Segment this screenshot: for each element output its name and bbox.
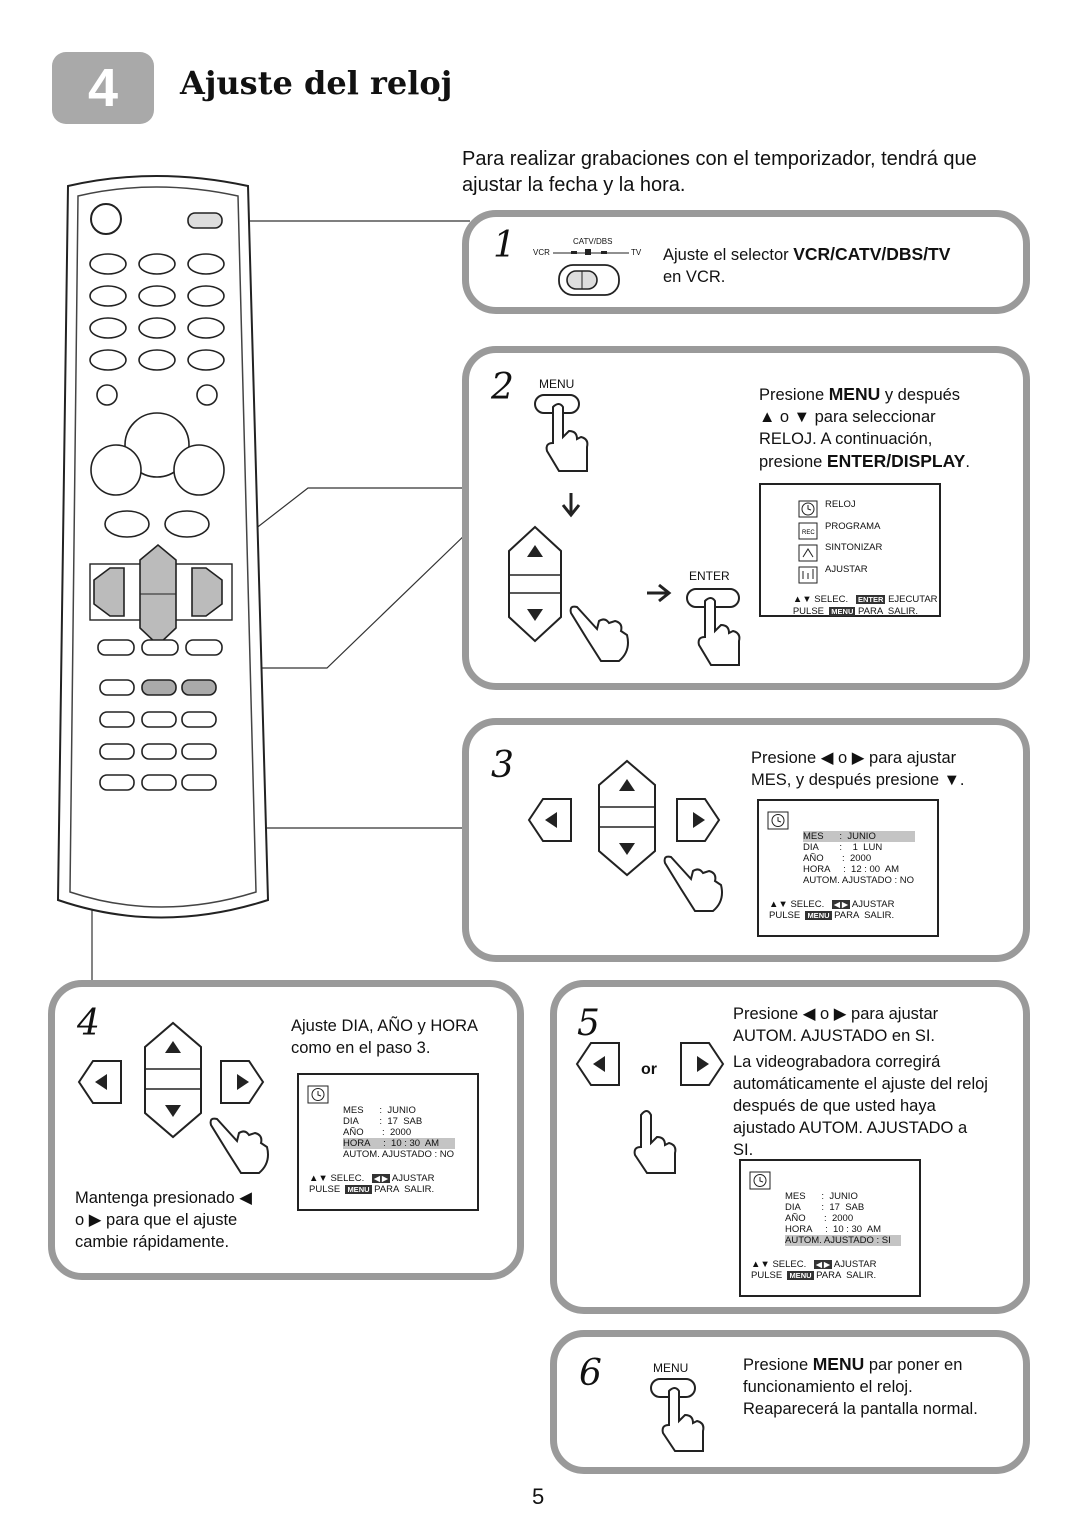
step-6-panel: 6 MENU Presione MENU par poner en funcio… [550, 1330, 1030, 1474]
osd-row-autom: AUTOM. AJUSTADO : SI [785, 1235, 901, 1246]
up-down-button-icon [508, 525, 562, 643]
selector-switch-icon [553, 249, 629, 296]
osd-footer-2: PULSE MENU PARA SALIR. [751, 1270, 877, 1281]
adjust-icon [798, 566, 818, 584]
hand-press-icon [209, 1117, 269, 1174]
osd-row-hora: HORA : 12 : 00 AM [803, 864, 900, 875]
menu-button-label: MENU [539, 377, 575, 391]
menu-item-programa: PROGRAMA [825, 521, 881, 532]
osd-row-mes: MES : JUNIO [803, 831, 915, 842]
switch-label-left: VCR [533, 248, 550, 257]
osd-row-mes: MES : JUNIO [343, 1105, 416, 1116]
switch-label-top: CATV/DBS [573, 237, 613, 246]
osd-footer-1: ▲▼ SELEC. ◀ ▶ AJUSTAR [309, 1173, 435, 1184]
osd-clock-menu: MES : JUNIO DIA : 1 LUN AÑO : 2000 HORA … [757, 799, 939, 937]
intro-text: Para realizar grabaciones con el tempori… [462, 148, 977, 196]
menu-button-label: MENU [653, 1361, 689, 1375]
antenna-icon [798, 544, 818, 562]
osd-clock-menu: MES : JUNIO DIA : 17 SAB AÑO : 2000 HORA… [297, 1073, 479, 1211]
osd-row-hora: HORA : 10 : 30 AM [785, 1224, 882, 1235]
clock-icon [307, 1085, 329, 1104]
left-right-buttons-icon [575, 1042, 725, 1174]
step-number: 4 [77, 1003, 100, 1044]
osd-row-dia: DIA : 17 SAB [785, 1202, 865, 1213]
osd-row-dia: DIA : 1 LUN [803, 842, 883, 853]
step-number: 2 [491, 367, 514, 408]
osd-row-autom: AUTOM. AJUSTADO : NO [343, 1149, 455, 1160]
hand-press-icon [633, 1110, 677, 1174]
osd-main-menu: REC RELOJ PROGRAMA SINTONIZAR AJUSTAR ▲▼… [759, 483, 941, 617]
clock-icon [749, 1171, 771, 1190]
arrow-down-icon [561, 493, 581, 518]
osd-footer-1: ▲▼ SELEC. ◀ ▶ AJUSTAR [769, 899, 895, 910]
menu-item-reloj: RELOJ [825, 499, 856, 510]
menu-item-ajustar: AJUSTAR [825, 564, 868, 575]
step-4-hold-text: Mantenga presionado ◀o ▶ para que el aju… [75, 1189, 252, 1251]
osd-footer-1: ▲▼ SELEC. ENTER EJECUTAR [792, 594, 938, 605]
hand-press-icon [569, 605, 629, 662]
menu-icons: REC [798, 500, 818, 584]
step-number: 1 [493, 225, 516, 266]
osd-row-ano: AÑO : 2000 [785, 1213, 854, 1224]
switch-label-right: TV [631, 248, 642, 257]
menu-item-sintonizar: SINTONIZAR [825, 542, 883, 553]
or-label: or [641, 1061, 657, 1078]
step-number: 3 [491, 745, 514, 786]
step-1-panel: 1 CATV/DBS VCR TV Ajuste el selector VCR… [462, 210, 1030, 314]
osd-row-dia: DIA : 17 SAB [343, 1116, 423, 1127]
enter-button-label: ENTER [689, 569, 730, 583]
osd-footer-2: PULSE MENU PARA SALIR. [309, 1184, 435, 1195]
osd-row-ano: AÑO : 2000 [803, 853, 872, 864]
step-number: 5 [577, 1003, 600, 1044]
page-title: Ajuste del reloj [180, 64, 453, 102]
hand-press-icon [534, 394, 589, 472]
direction-buttons-icon [527, 759, 723, 912]
step-6-text: Presione MENU par poner en funcionamient… [743, 1354, 978, 1418]
hand-press-icon [650, 1378, 705, 1452]
osd-footer-1: ▲▼ SELEC. ◀ ▶ AJUSTAR [751, 1259, 877, 1270]
step-badge: 4 [52, 52, 154, 124]
osd-footer-2: PULSE MENU PARA SALIR. [769, 910, 895, 921]
rec-icon: REC [798, 522, 818, 540]
arrow-right-icon [647, 583, 672, 603]
hand-press-icon [663, 855, 723, 912]
svg-text:REC: REC [802, 530, 815, 536]
hand-press-icon [686, 588, 741, 666]
clock-icon [798, 500, 818, 518]
step-number: 6 [579, 1353, 602, 1394]
osd-row-mes: MES : JUNIO [785, 1191, 858, 1202]
clock-icon [767, 811, 789, 830]
direction-buttons-icon [77, 1021, 269, 1174]
osd-row-autom: AUTOM. AJUSTADO : NO [803, 875, 915, 886]
step-2-panel: 2 MENU ENTER Presione MENU y después ▲ o… [462, 346, 1030, 690]
osd-row-hora: HORA : 10 : 30 AM [343, 1138, 455, 1149]
osd-clock-menu: MES : JUNIO DIA : 17 SAB AÑO : 2000 HORA… [739, 1159, 921, 1297]
osd-row-ano: AÑO : 2000 [343, 1127, 412, 1138]
page-number: 5 [532, 1484, 545, 1509]
osd-footer-2: PULSE MENU PARA SALIR. [792, 606, 919, 617]
step-2-text: Presione MENU y después ▲ o ▼ para selec… [759, 384, 970, 471]
